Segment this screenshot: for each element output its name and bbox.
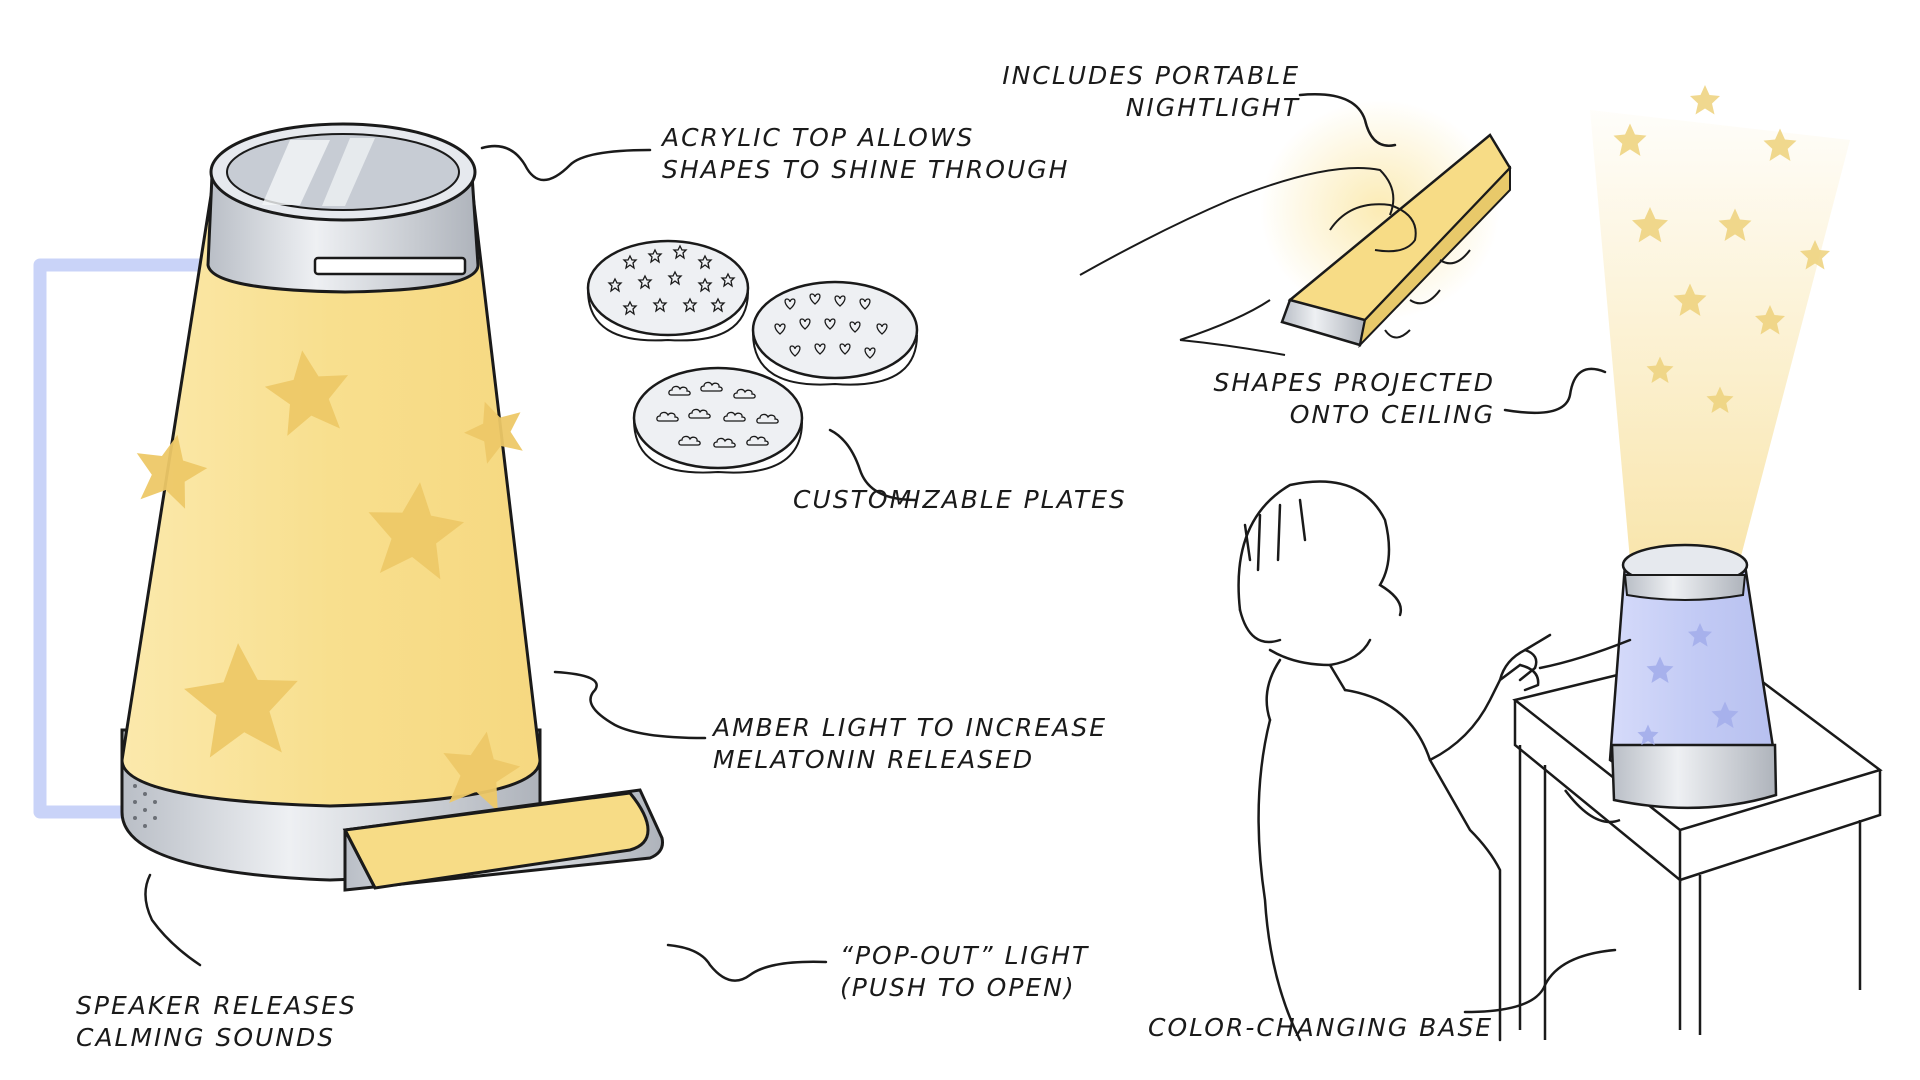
hand-nightlight xyxy=(1080,100,1510,355)
callout-amber-light-line-1: AMBER LIGHT TO INCREASE xyxy=(713,712,1107,744)
callout-shapes-projected-line-2: ONTO CEILING xyxy=(1195,399,1495,431)
projection-beam xyxy=(1590,85,1850,560)
callout-amber-light: AMBER LIGHT TO INCREASE MELATONIN RELEAS… xyxy=(713,712,1107,776)
callout-pop-out-light-line-1: “POP-OUT” LIGHT xyxy=(840,940,1089,972)
callout-speaker: SPEAKER RELEASES CALMING SOUNDS xyxy=(76,990,357,1054)
callout-color-base-line-1: COLOR-CHANGING BASE xyxy=(1148,1012,1493,1044)
callout-shapes-projected: SHAPES PROJECTED ONTO CEILING xyxy=(1195,367,1495,431)
callout-shapes-projected-line-1: SHAPES PROJECTED xyxy=(1195,367,1495,399)
heart-plate xyxy=(753,282,917,385)
child-sketch xyxy=(1239,482,1550,1040)
blue-lamp xyxy=(1610,545,1776,808)
callout-color-base: COLOR-CHANGING BASE xyxy=(1148,1012,1493,1044)
cloud-plate xyxy=(634,368,802,473)
callout-amber-light-line-2: MELATONIN RELEASED xyxy=(713,744,1107,776)
main-lamp xyxy=(122,124,663,890)
callout-pop-out-light: “POP-OUT” LIGHT (PUSH TO OPEN) xyxy=(840,940,1089,1004)
callout-customizable-plates-line-1: CUSTOMIZABLE PLATES xyxy=(793,484,1127,516)
star-plate xyxy=(588,241,748,340)
callout-acrylic-top-line-1: ACRYLIC TOP ALLOWS xyxy=(662,122,1069,154)
callout-speaker-line-2: CALMING SOUNDS xyxy=(76,1022,357,1054)
callout-portable-nightlight-line-1: INCLUDES PORTABLE xyxy=(1000,60,1300,92)
callout-acrylic-top-line-2: SHAPES TO SHINE THROUGH xyxy=(662,154,1069,186)
callout-portable-nightlight: INCLUDES PORTABLE NIGHTLIGHT xyxy=(1000,60,1300,124)
customizable-plates xyxy=(588,241,917,473)
callout-acrylic-top: ACRYLIC TOP ALLOWS SHAPES TO SHINE THROU… xyxy=(662,122,1069,186)
callout-pop-out-light-line-2: (PUSH TO OPEN) xyxy=(840,972,1089,1004)
callout-customizable-plates: CUSTOMIZABLE PLATES xyxy=(793,484,1127,516)
callout-portable-nightlight-line-2: NIGHTLIGHT xyxy=(1000,92,1300,124)
callout-speaker-line-1: SPEAKER RELEASES xyxy=(76,990,357,1022)
